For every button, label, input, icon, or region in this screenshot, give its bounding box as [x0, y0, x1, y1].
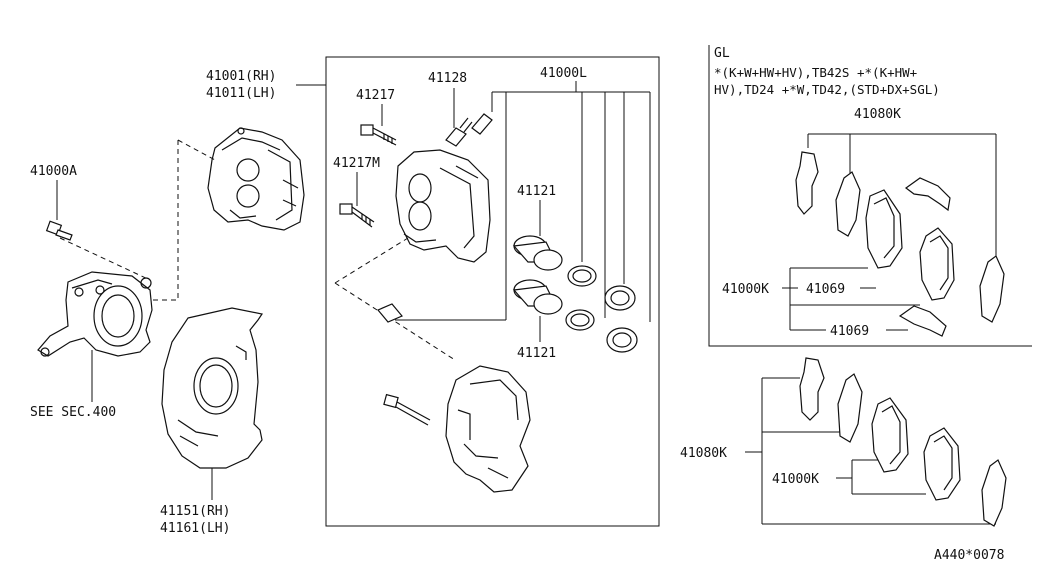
mount-dash-line-2 [150, 140, 179, 301]
bleeder-cap-part [471, 113, 493, 135]
shim-outer-left-2 [799, 357, 825, 421]
sleeve-pin-part [377, 303, 403, 323]
kit-41000l-leaders [395, 81, 651, 322]
piston-seal-top-inner [572, 269, 592, 283]
gl-variant-frame [708, 45, 1032, 347]
shield-rh-label: 41151(RH) [160, 504, 230, 519]
pin-bolt-41217m-part [339, 203, 375, 228]
piston-top-part [512, 235, 563, 271]
bleeder-41128-part [445, 117, 473, 147]
pad-outer-2 [923, 427, 961, 501]
gl-pad-kit-leaders [807, 133, 997, 260]
piston-boot-bottom-part [606, 327, 638, 353]
caliper-rh-label: 41001(RH) [206, 69, 276, 84]
piston-seal-top-part [567, 265, 597, 287]
gl-anti-squeal-clip-bottom [898, 305, 947, 337]
gl-label: GL [714, 46, 730, 61]
caliper-lh-label: 41011(LH) [206, 86, 276, 101]
piston-top-label: 41121 [517, 184, 556, 199]
piston-boot-bottom-inner [612, 332, 632, 348]
pad-set-2-leaders [836, 459, 926, 495]
shim-outer-mid-2 [837, 373, 863, 443]
gl-pad-outer [919, 227, 955, 301]
caliper-dash-line-2 [334, 282, 456, 361]
caliper-dash-line-1 [334, 237, 409, 284]
bolt-41000a-label: 41000A [30, 164, 77, 179]
kit-41000l-label: 41000L [540, 66, 587, 81]
pad-set-2-label: 41000K [772, 472, 819, 487]
gl-pad-set-label: 41000K [722, 282, 769, 297]
steering-knuckle-part [37, 271, 153, 357]
piston-bottom-label: 41121 [517, 346, 556, 361]
gl-pad-inner [865, 189, 903, 269]
reference-code-label: A440*0078 [934, 548, 1004, 563]
piston-boot-top-inner [610, 290, 630, 306]
dust-shield-part [161, 307, 263, 469]
gl-shim-outer-left [795, 151, 819, 215]
mount-dash-line-3 [177, 139, 216, 161]
caliper-assembly-frame [325, 56, 660, 527]
caliper-body-part [395, 149, 491, 263]
guide-bolt-part [383, 393, 431, 426]
piston-seal-bottom-part [565, 309, 595, 331]
mount-dash-line-1 [59, 237, 151, 281]
pin-bolt-41217-part [360, 124, 397, 146]
caliper-support-part [445, 365, 531, 493]
caliper-rh-lh-part [207, 127, 305, 231]
gl-shim-outer-right [979, 255, 1005, 323]
bleeder-label: 41128 [428, 71, 467, 86]
gl-shim-outer-mid [835, 171, 861, 237]
pad-inner-2 [871, 397, 909, 473]
shield-lh-label: 41161(LH) [160, 521, 230, 536]
piston-bottom-part [512, 279, 563, 315]
piston-boot-top-part [604, 285, 636, 311]
pin-bolt-m-label: 41217M [333, 156, 380, 171]
gl-shim-1-label: 41069 [806, 282, 845, 297]
gl-anti-squeal-clip-top [904, 177, 951, 212]
pin-bolt-label: 41217 [356, 88, 395, 103]
see-sec-label: SEE SEC.400 [30, 405, 116, 420]
shim-outer-right-2 [981, 459, 1007, 527]
gl-pad-kit-label: 41080K [854, 107, 901, 122]
pad-kit-2-leaders [745, 377, 996, 525]
piston-seal-bottom-inner [570, 313, 590, 327]
pad-kit-2-label: 41080K [680, 446, 727, 461]
gl-condition-line-2: HV),TD24 +*W,TD42,(STD+DX+SGL) [714, 82, 940, 97]
bolt-41000a-part [45, 220, 73, 241]
gl-pad-set-leaders [782, 267, 920, 331]
gl-shim-2-label: 41069 [830, 324, 869, 339]
gl-condition-line-1: *(K+W+HW+HV),TB42S +*(K+HW+ [714, 65, 917, 80]
